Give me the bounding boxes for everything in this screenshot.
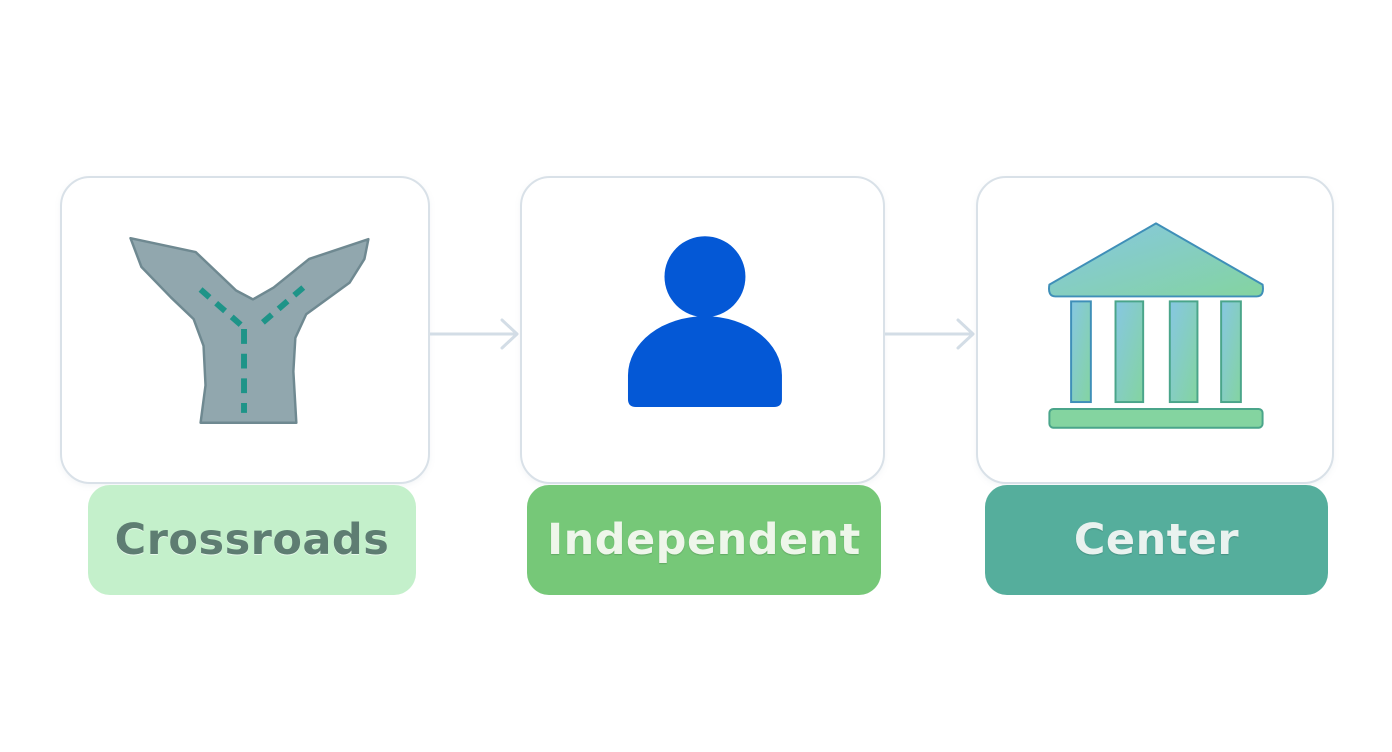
arrow-right-icon [430, 318, 519, 350]
institution-base [1048, 407, 1264, 429]
institution-column-4 [1220, 300, 1242, 404]
arrow-right-icon [885, 318, 975, 350]
crossroads-lane-right [257, 285, 306, 328]
crossroads-lane-left [198, 287, 244, 328]
card-independent [520, 176, 885, 484]
institution-column-3 [1168, 300, 1199, 404]
label-crossroads: Crossroads [88, 485, 416, 595]
label-independent: Independent [527, 485, 881, 595]
institution-roof [1048, 222, 1264, 298]
card-center [976, 176, 1334, 484]
person-icon [627, 236, 782, 407]
institution-column-1 [1070, 300, 1092, 404]
crossroads-icon [129, 236, 370, 425]
person-body [627, 316, 782, 407]
institution-icon [1048, 222, 1264, 429]
crossroads-road-shape [129, 236, 370, 425]
label-center: Center [985, 485, 1328, 595]
card-crossroads [60, 176, 430, 484]
institution-column-2 [1114, 300, 1145, 404]
person-head [664, 236, 746, 318]
